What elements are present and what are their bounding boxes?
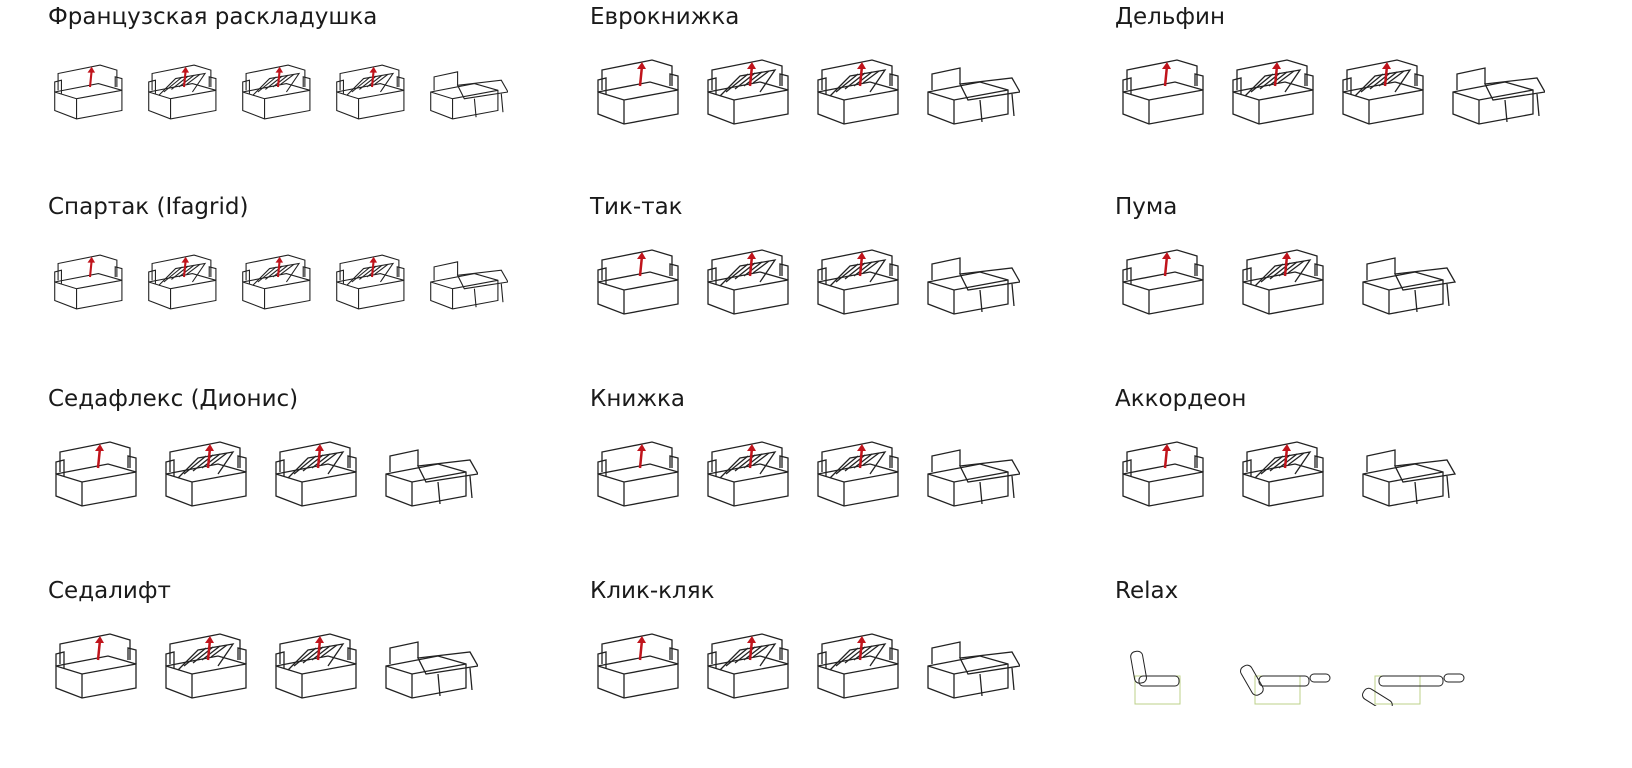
sofa-step-illustration	[158, 434, 258, 514]
mechanism-title: Книжка	[590, 386, 686, 412]
sofa-step-illustration	[48, 52, 132, 132]
sofa-step-illustration	[1445, 52, 1545, 132]
mechanism-title: Седалифт	[48, 578, 171, 604]
sofa-step-illustration	[1115, 52, 1215, 132]
sofa-step-illustration	[700, 242, 800, 322]
sofa-step-illustration	[236, 242, 320, 322]
mechanism-title: Аккордеон	[1115, 386, 1247, 412]
sofa-step-illustration	[1355, 242, 1465, 322]
sofa-step-illustration	[1225, 52, 1325, 132]
sofa-step-illustration	[268, 434, 368, 514]
sofa-step-illustration	[810, 52, 910, 132]
mechanism-2: Еврокнижка	[590, 4, 1110, 194]
mechanism-title: Спартак (Ifagrid)	[48, 194, 249, 220]
sofa-step-illustration	[590, 434, 690, 514]
sofa-step-illustration	[1355, 434, 1465, 514]
mechanism-title: Дельфин	[1115, 4, 1226, 30]
sofa-step-illustration	[424, 242, 508, 322]
sofa-step-illustration	[424, 52, 508, 132]
sofa-step-illustration	[1235, 242, 1345, 322]
mechanism-7: Седафлекс (Дионис)	[48, 386, 568, 576]
mechanism-steps	[48, 242, 508, 322]
sofa-step-illustration	[920, 52, 1020, 132]
mechanism-steps	[48, 52, 508, 132]
mechanism-title: Французская раскладушка	[48, 4, 378, 30]
sofa-step-illustration	[378, 434, 478, 514]
sofa-step-illustration	[236, 52, 320, 132]
sofa-step-illustration	[1115, 242, 1225, 322]
mechanism-12: Relax	[1115, 578, 1632, 768]
mechanism-title: Relax	[1115, 578, 1179, 604]
mechanism-11: Клик-кляк	[590, 578, 1110, 768]
sofa-step-illustration	[48, 242, 132, 322]
mechanism-steps	[1115, 434, 1465, 514]
sofa-step-illustration	[1235, 626, 1345, 706]
sofa-step-illustration	[378, 626, 478, 706]
sofa-step-illustration	[700, 52, 800, 132]
sofa-step-illustration	[590, 242, 690, 322]
mechanism-title: Тик-так	[590, 194, 683, 220]
mechanism-3: Дельфин	[1115, 4, 1632, 194]
sofa-step-illustration	[1115, 434, 1225, 514]
sofa-step-illustration	[810, 434, 910, 514]
mechanism-steps	[590, 434, 1020, 514]
mechanism-steps	[1115, 242, 1465, 322]
mechanism-1: Французская раскладушка	[48, 4, 568, 194]
mechanism-title: Клик-кляк	[590, 578, 715, 604]
mechanism-9: Аккордеон	[1115, 386, 1632, 576]
sofa-step-illustration	[48, 434, 148, 514]
mechanism-steps	[1115, 52, 1545, 132]
sofa-step-illustration	[920, 434, 1020, 514]
mechanism-steps	[590, 626, 1020, 706]
sofa-step-illustration	[268, 626, 368, 706]
mechanism-steps	[1115, 626, 1465, 706]
sofa-step-illustration	[700, 626, 800, 706]
mechanism-8: Книжка	[590, 386, 1110, 576]
sofa-step-illustration	[810, 242, 910, 322]
mechanism-5: Тик-так	[590, 194, 1110, 384]
sofa-step-illustration	[810, 626, 910, 706]
sofa-step-illustration	[1335, 52, 1435, 132]
mechanism-steps	[590, 52, 1020, 132]
sofa-step-illustration	[590, 626, 690, 706]
mechanism-steps	[48, 626, 478, 706]
mechanism-6: Пума	[1115, 194, 1632, 384]
sofa-step-illustration	[142, 242, 226, 322]
mechanism-steps	[590, 242, 1020, 322]
sofa-step-illustration	[920, 626, 1020, 706]
sofa-step-illustration	[1355, 626, 1465, 706]
sofa-step-illustration	[700, 434, 800, 514]
sofa-step-illustration	[590, 52, 690, 132]
mechanism-steps	[48, 434, 478, 514]
sofa-step-illustration	[158, 626, 258, 706]
sofa-step-illustration	[48, 626, 148, 706]
sofa-step-illustration	[1235, 434, 1345, 514]
mechanism-title: Седафлекс (Дионис)	[48, 386, 299, 412]
sofa-step-illustration	[330, 242, 414, 322]
mechanism-4: Спартак (Ifagrid)	[48, 194, 568, 384]
mechanism-10: Седалифт	[48, 578, 568, 768]
sofa-step-illustration	[1115, 626, 1225, 706]
mechanism-title: Еврокнижка	[590, 4, 740, 30]
mechanism-title: Пума	[1115, 194, 1178, 220]
sofa-step-illustration	[920, 242, 1020, 322]
sofa-step-illustration	[330, 52, 414, 132]
sofa-step-illustration	[142, 52, 226, 132]
